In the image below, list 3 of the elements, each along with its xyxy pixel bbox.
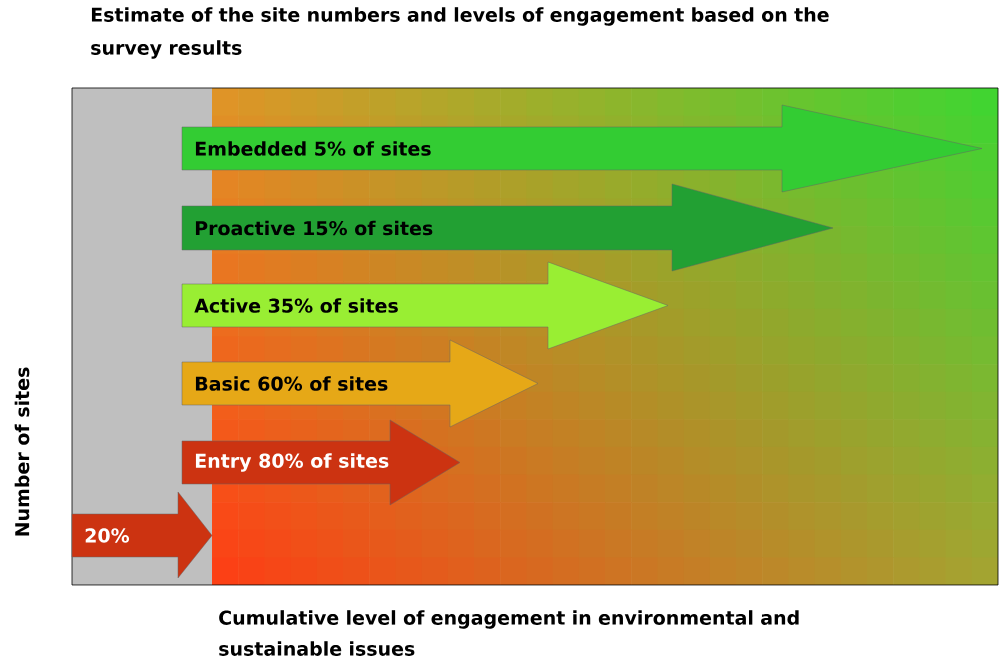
axis-label: Number of sites bbox=[14, 367, 30, 536]
title: Estimate of the site numbers and levels of engagement based on the survey results bbox=[91, 7, 829, 59]
axis-label: Cumulative level of engagement in environmental and sustainable issues bbox=[219, 610, 799, 656]
